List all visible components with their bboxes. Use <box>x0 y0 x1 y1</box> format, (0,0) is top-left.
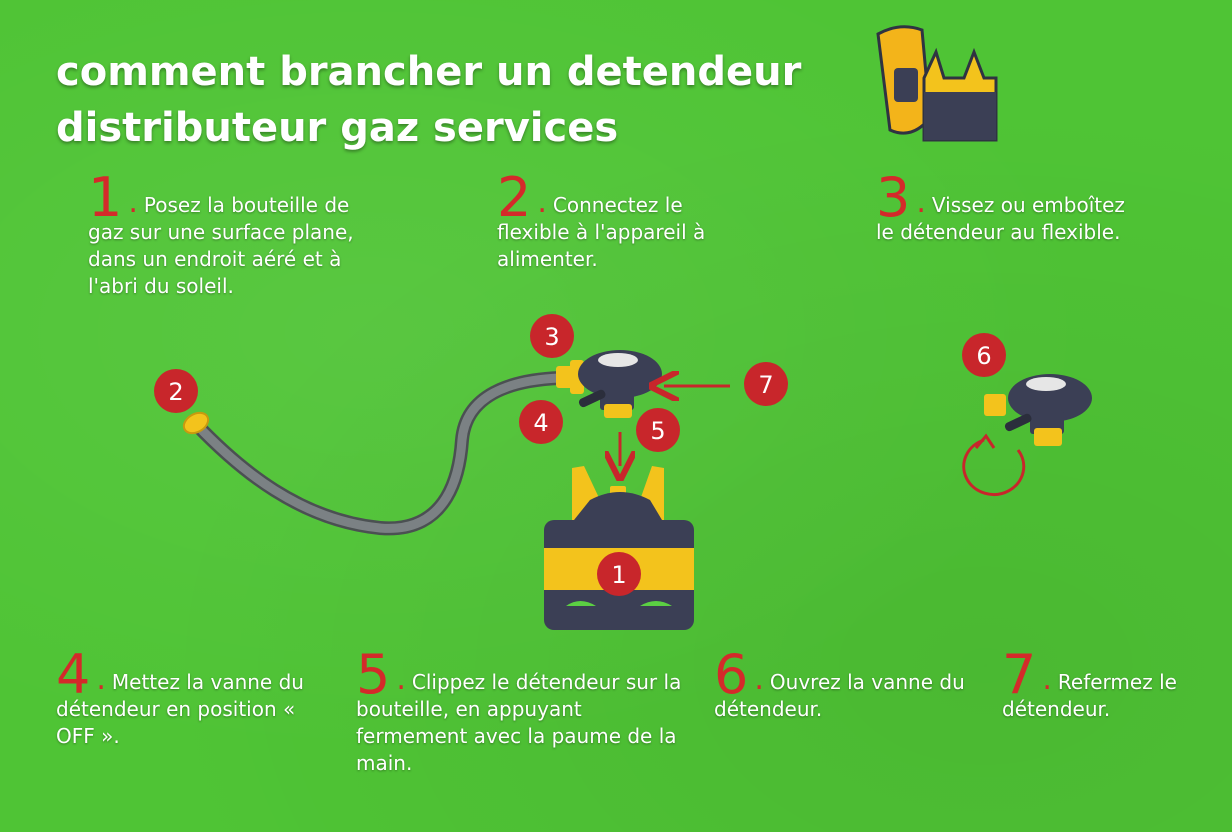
step-2-text: Connectez le flexible à l'appareil à ali… <box>497 193 706 271</box>
badge-1-label: 1 <box>611 561 626 589</box>
step-7-dot: . <box>1042 662 1052 697</box>
step-3-text: Vissez ou emboîtez le détendeur au flexi… <box>876 193 1125 244</box>
badge-3-label: 3 <box>544 323 559 351</box>
step-3-number: 3 <box>876 166 911 229</box>
step-7: 7.Refermez le détendeur. <box>1002 648 1202 723</box>
hose <box>182 371 567 536</box>
step-7-text: Refermez le détendeur. <box>1002 670 1177 721</box>
step-4-text: Mettez la vanne du détendeur en position… <box>56 670 304 748</box>
step-2-dot: . <box>537 185 547 220</box>
title-line-1: comment brancher un detendeur <box>56 49 802 95</box>
step-6: 6.Ouvrez la vanne du détendeur. <box>714 648 974 723</box>
step-5-dot: . <box>396 662 406 697</box>
badge-7-label: 7 <box>758 371 773 399</box>
badge-6: 6 <box>962 333 1006 377</box>
badge-2: 2 <box>154 369 198 413</box>
badge-4-label: 4 <box>533 409 548 437</box>
badge-6-label: 6 <box>976 342 991 370</box>
step-5-number: 5 <box>356 643 391 706</box>
step-6-number: 6 <box>714 643 749 706</box>
step-1-number: 1 <box>88 166 123 229</box>
step-5: 5.Clippez le détendeur sur la bouteille,… <box>356 648 686 777</box>
step-2: 2.Connectez le flexible à l'appareil à a… <box>497 171 757 273</box>
regulator-center <box>556 350 662 418</box>
badge-1: 1 <box>597 552 641 596</box>
badge-7: 7 <box>744 362 788 406</box>
badge-5-label: 5 <box>650 417 665 445</box>
badge-4: 4 <box>519 400 563 444</box>
gas-bottle <box>544 466 694 630</box>
rotate-arrow-icon <box>962 433 1026 496</box>
badge-2-label: 2 <box>168 378 183 406</box>
step-3-dot: . <box>916 185 926 220</box>
bottle-icon-decorative <box>876 25 998 142</box>
step-1-text: Posez la bouteille de gaz sur une surfac… <box>88 193 354 298</box>
step-4: 4.Mettez la vanne du détendeur en positi… <box>56 648 316 750</box>
page-title: comment brancher un detendeur distribute… <box>56 44 856 156</box>
step-5-text: Clippez le détendeur sur la bouteille, e… <box>356 670 682 775</box>
step-7-number: 7 <box>1002 643 1037 706</box>
step-4-number: 4 <box>56 643 91 706</box>
step-4-dot: . <box>96 662 106 697</box>
title-line-2: distributeur gaz services <box>56 105 619 151</box>
step-3: 3.Vissez ou emboîtez le détendeur au fle… <box>876 171 1136 246</box>
step-6-text: Ouvrez la vanne du détendeur. <box>714 670 965 721</box>
step-1-dot: . <box>128 185 138 220</box>
regulator-right <box>984 374 1092 446</box>
step-6-dot: . <box>754 662 764 697</box>
badge-5: 5 <box>636 408 680 452</box>
badge-3: 3 <box>530 314 574 358</box>
step-2-number: 2 <box>497 166 532 229</box>
step-1: 1.Posez la bouteille de gaz sur une surf… <box>88 171 388 300</box>
